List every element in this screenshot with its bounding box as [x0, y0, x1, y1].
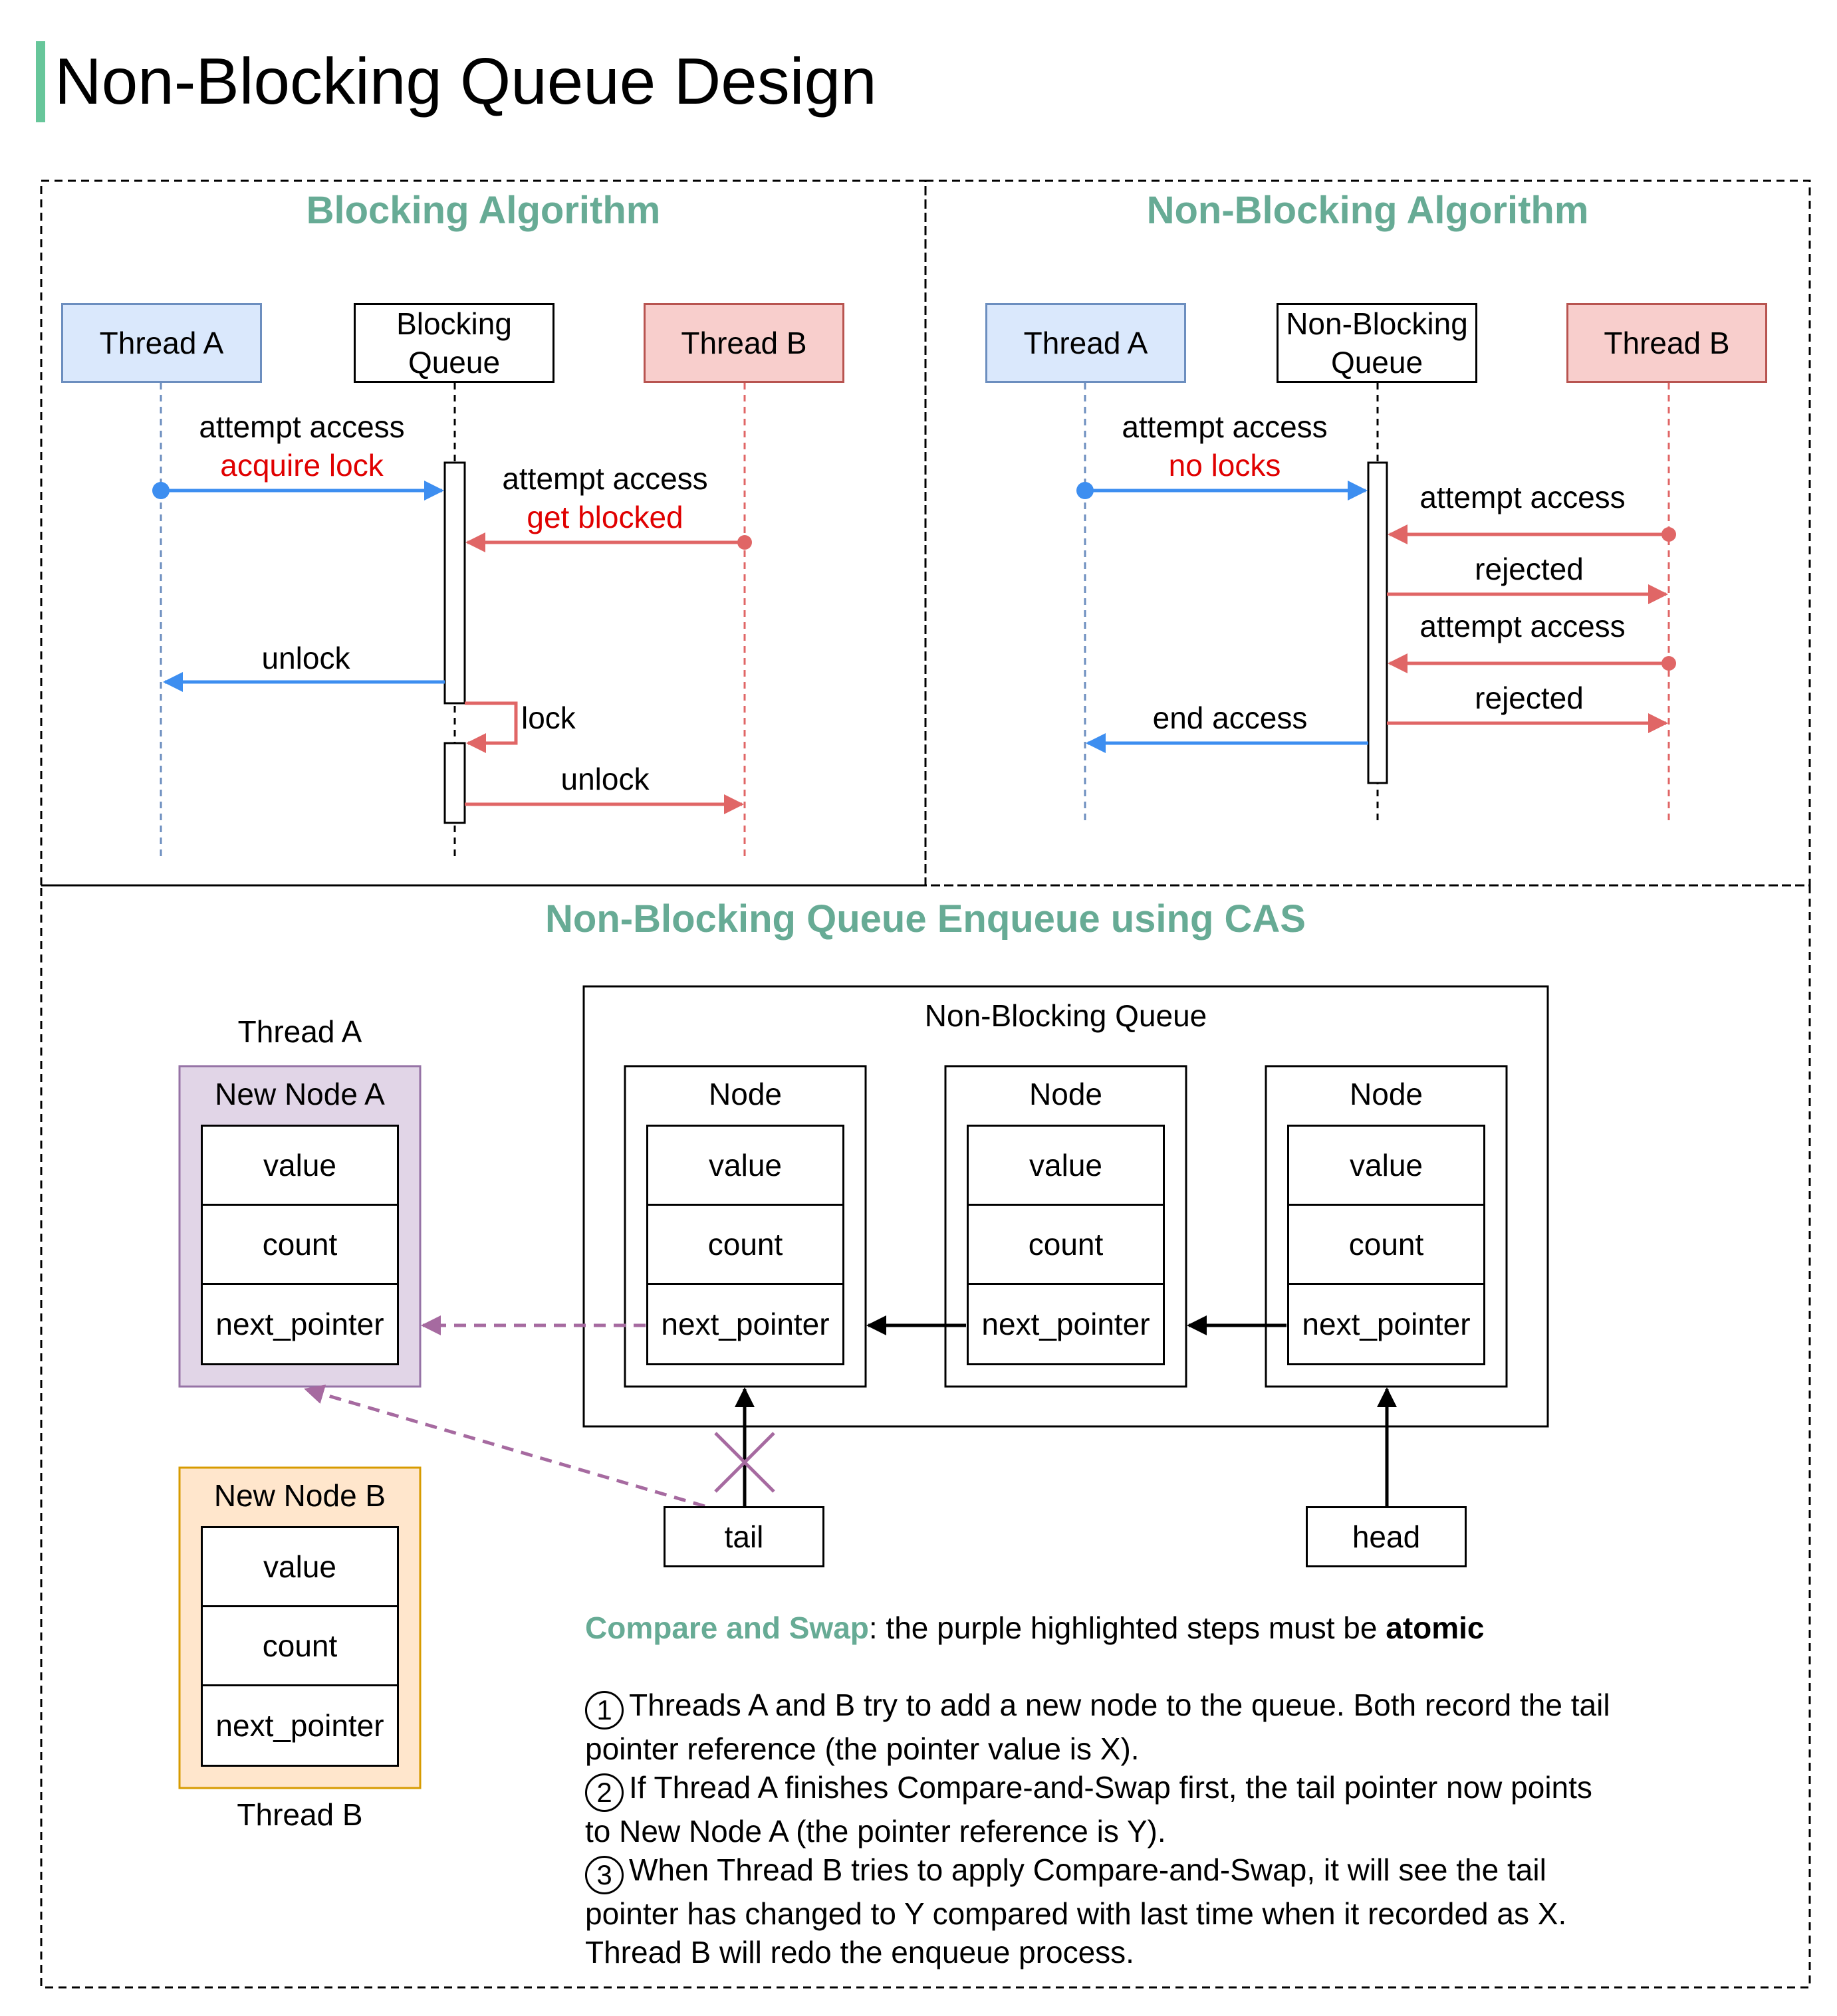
step-text: When Thread B tries to apply Compare-and… — [585, 1852, 1567, 1969]
message-label: rejected — [1475, 552, 1584, 586]
step-number-icon: 1 — [585, 1691, 624, 1730]
field-label: count — [1028, 1227, 1104, 1262]
node-title: New Node A — [215, 1077, 385, 1111]
message-label: attempt access — [1419, 480, 1626, 514]
field-count: count — [201, 1204, 399, 1285]
participant-label: Thread A — [1023, 326, 1148, 360]
thread-a-label: Thread A — [237, 1014, 362, 1049]
message-label: attempt access — [502, 461, 708, 496]
tail-pointer-box: tail — [664, 1506, 824, 1567]
message-label: attempt access — [199, 409, 405, 444]
field-next-pointer: next_pointer — [1287, 1283, 1485, 1365]
message-label: rejected — [1475, 681, 1584, 715]
arrow-self-lock — [465, 701, 518, 753]
tail-label: tail — [724, 1519, 764, 1554]
activation-bar — [1367, 461, 1388, 784]
participant-label: Blocking Queue — [396, 306, 512, 380]
message-label: unlock — [560, 762, 650, 796]
field-value: value — [967, 1125, 1165, 1206]
field-label: count — [1348, 1227, 1424, 1262]
node-title: Node — [1350, 1077, 1423, 1111]
participant-blocking-queue: Blocking Queue — [354, 303, 554, 383]
message-note: get blocked — [527, 500, 683, 534]
head-label: head — [1352, 1519, 1421, 1554]
participant-label: Non-Blocking Queue — [1286, 306, 1468, 380]
field-label: value — [709, 1148, 782, 1182]
section-title-non-blocking: Non-Blocking Algorithm — [1146, 189, 1589, 232]
node-title: Node — [709, 1077, 782, 1111]
cas-lead-text: : the purple highlighted steps must be — [868, 1611, 1386, 1645]
activation-bar — [443, 461, 466, 705]
field-count: count — [201, 1605, 399, 1686]
message-label: attempt access — [1419, 609, 1626, 643]
title-accent-bar — [36, 41, 45, 122]
message-label: attempt access — [1122, 409, 1328, 444]
participant-label: Thread B — [681, 326, 807, 360]
message-note: no locks — [1168, 448, 1281, 483]
cas-lead-line: Compare and Swap: the purple highlighted… — [585, 1609, 1622, 1647]
participant-thread-a: Thread A — [61, 303, 262, 383]
cas-explanation: Compare and Swap: the purple highlighted… — [585, 1609, 1622, 1971]
field-value: value — [1287, 1125, 1485, 1206]
participant-non-blocking-queue: Non-Blocking Queue — [1277, 303, 1477, 383]
page-title: Non-Blocking Queue Design — [55, 45, 877, 118]
field-label: count — [707, 1227, 783, 1262]
field-value: value — [201, 1125, 399, 1206]
participant-label: Thread B — [1604, 326, 1730, 360]
field-value: value — [646, 1125, 844, 1206]
field-label: value — [1350, 1148, 1423, 1182]
field-count: count — [967, 1204, 1165, 1285]
field-value: value — [201, 1526, 399, 1607]
field-count: count — [646, 1204, 844, 1285]
field-label: next_pointer — [661, 1307, 830, 1341]
participant-thread-b: Thread B — [1566, 303, 1767, 383]
arrow-tail-to-new-node — [304, 1385, 705, 1508]
section-title-cas: Non-Blocking Queue Enqueue using CAS — [545, 897, 1306, 941]
node-title: Node — [1029, 1077, 1102, 1111]
field-count: count — [1287, 1204, 1485, 1285]
cross-mark-icon — [714, 1432, 775, 1493]
step-text: Threads A and B try to add a new node to… — [585, 1688, 1610, 1766]
activation-bar — [443, 742, 466, 824]
step-number-icon: 3 — [585, 1856, 624, 1894]
field-next-pointer: next_pointer — [646, 1283, 844, 1365]
field-label: count — [262, 1227, 338, 1262]
message-note: acquire lock — [220, 448, 384, 483]
queue-title: Non-Blocking Queue — [924, 998, 1207, 1033]
head-pointer-box: head — [1306, 1506, 1467, 1567]
field-label: next_pointer — [981, 1307, 1150, 1341]
field-label: value — [263, 1549, 336, 1584]
participant-thread-b: Thread B — [644, 303, 844, 383]
section-title-blocking: Blocking Algorithm — [306, 189, 661, 232]
field-label: count — [262, 1628, 338, 1663]
cas-lead-term: Compare and Swap — [585, 1611, 869, 1645]
participant-label: Thread A — [99, 326, 224, 360]
field-label: value — [263, 1148, 336, 1182]
cas-lead-bold: atomic — [1386, 1611, 1485, 1645]
section-frame-non-blocking — [924, 179, 1811, 887]
field-label: next_pointer — [215, 1708, 384, 1743]
field-label: value — [1029, 1148, 1102, 1182]
section-frame-cas — [40, 884, 1811, 1989]
field-next-pointer: next_pointer — [967, 1283, 1165, 1365]
field-next-pointer: next_pointer — [201, 1684, 399, 1767]
message-label: end access — [1152, 701, 1308, 735]
participant-thread-a: Thread A — [985, 303, 1186, 383]
step-text: If Thread A finishes Compare-and-Swap fi… — [585, 1770, 1592, 1848]
node-title: New Node B — [213, 1478, 386, 1513]
message-label: unlock — [261, 641, 350, 675]
step-number-icon: 2 — [585, 1773, 624, 1812]
field-label: next_pointer — [1302, 1307, 1471, 1341]
field-next-pointer: next_pointer — [201, 1283, 399, 1365]
thread-b-label: Thread B — [237, 1797, 363, 1832]
message-label: lock — [521, 701, 576, 735]
field-label: next_pointer — [215, 1307, 384, 1341]
